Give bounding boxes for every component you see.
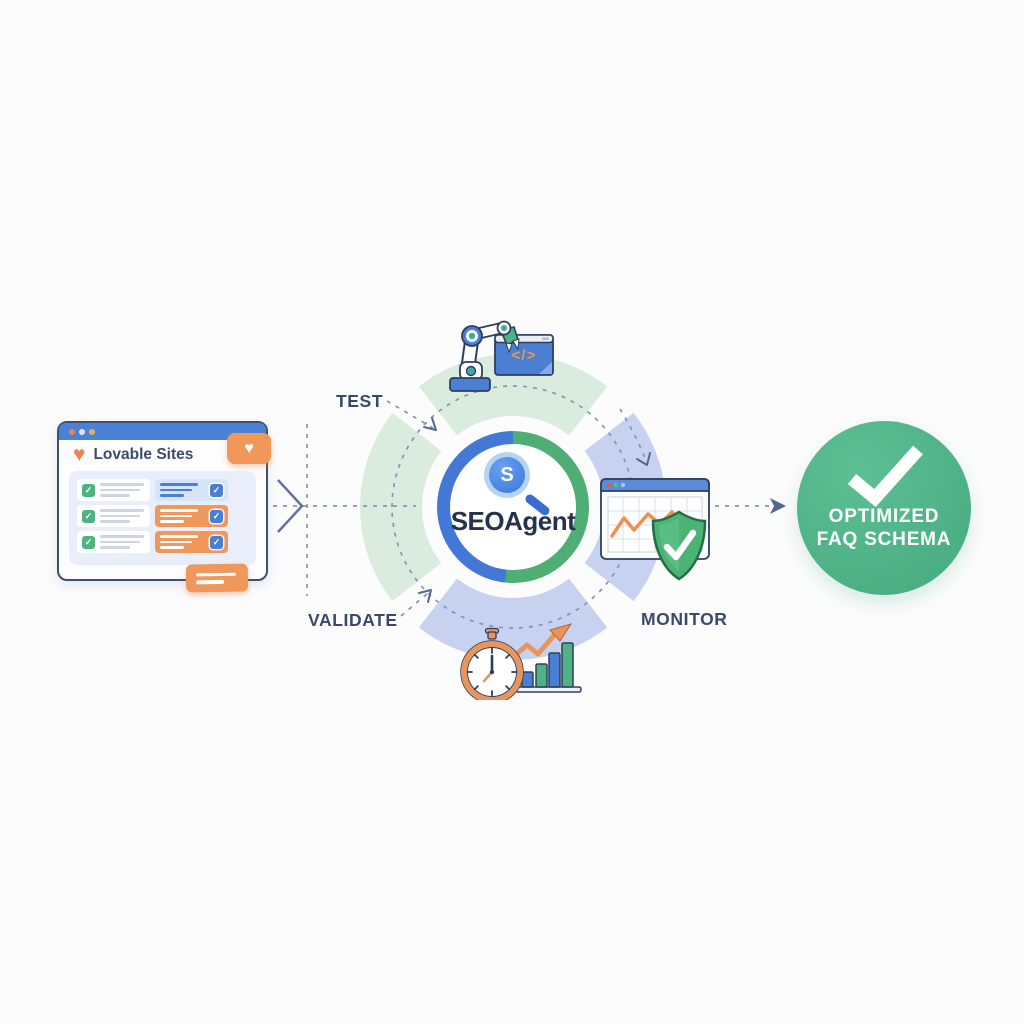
content-panel: ✓ ✓ ✓ ✓ ✓ ✓ <box>69 471 256 565</box>
window-title: Lovable Sites <box>93 446 194 463</box>
checklist-item: ✓ <box>77 531 150 553</box>
stage-label-test: TEST <box>336 391 384 411</box>
checkbox-icon: ✓ <box>82 535 95 549</box>
hub-label: SEOAgent <box>450 506 576 536</box>
magnifier-icon: S <box>484 452 530 498</box>
gap-arrow-line <box>619 408 648 464</box>
ring-segment-bottom <box>418 578 608 660</box>
checkbox-icon: ✓ <box>210 483 223 497</box>
robot-arm-coding-icon <box>449 320 554 392</box>
result-badge: OPTIMIZED FAQ SCHEMA <box>797 421 971 595</box>
chevron-arrow-icon <box>277 479 304 533</box>
stopwatch-growth-chart-icon <box>460 623 582 700</box>
result-arrowhead-icon <box>770 498 786 514</box>
validate-arrowhead-icon <box>418 589 432 603</box>
checklist-item: ✓ <box>77 479 150 501</box>
notification-badge <box>185 563 249 593</box>
stage-label-monitor: MONITOR <box>641 609 728 629</box>
seoagent-hub: S SEOAgent <box>437 431 589 583</box>
checklist-item: ✓ <box>77 505 150 527</box>
code-glyph: </> <box>511 347 537 364</box>
result-line1: OPTIMIZED <box>828 506 940 527</box>
titlebar-dot-icon <box>69 429 75 435</box>
task-card: ✓ <box>155 531 228 553</box>
heart-badge: ♥ <box>227 433 271 464</box>
test-arrowhead-icon <box>423 417 437 431</box>
result-line2: FAQ SCHEMA <box>816 529 952 550</box>
stage-label-validate: VALIDATE <box>308 610 398 630</box>
gap-arrowhead-icon <box>636 452 651 466</box>
checkbox-icon: ✓ <box>82 483 95 497</box>
checkbox-icon: ✓ <box>210 509 223 523</box>
titlebar-dot-icon <box>79 429 85 435</box>
titlebar-dot-icon <box>89 429 95 435</box>
checkbox-icon: ✓ <box>210 535 223 549</box>
lovable-sites-window: ♥ Lovable Sites ♥ ✓ ✓ ✓ ✓ <box>57 421 271 593</box>
heart-icon: ♥ <box>244 439 254 457</box>
checkbox-icon: ✓ <box>82 509 95 523</box>
window-titlebar <box>59 423 266 440</box>
task-card: ✓ <box>155 479 228 501</box>
task-card: ✓ <box>155 505 228 527</box>
heart-icon: ♥ <box>73 443 86 466</box>
ring-segment-left <box>360 412 442 602</box>
magnifier-letter: S <box>489 457 525 493</box>
analytics-shield-icon <box>600 478 710 581</box>
check-icon <box>847 445 923 507</box>
validate-arrow-line <box>400 592 429 617</box>
ring-segment-top <box>418 354 608 436</box>
